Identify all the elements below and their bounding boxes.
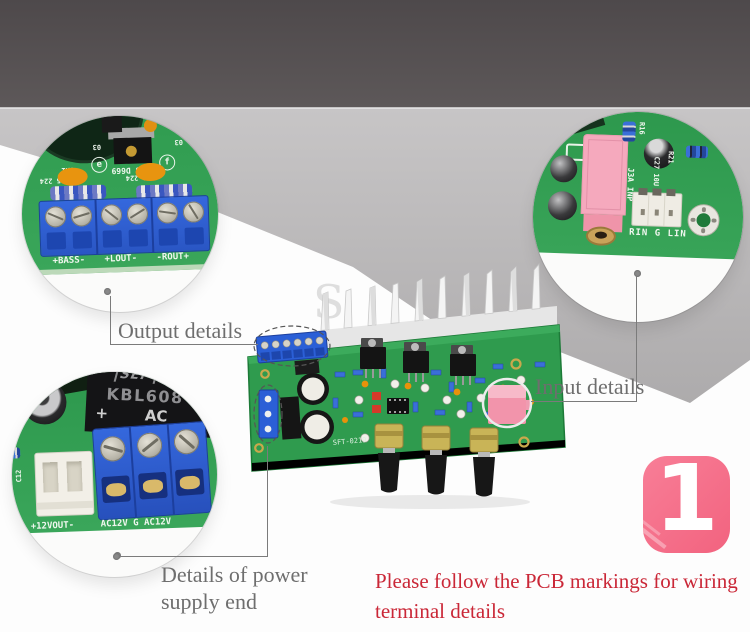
e-mark: e — [90, 156, 108, 174]
label-bass: +BASS- — [52, 255, 86, 267]
label-rin-g-lin: RIN G LIN — [628, 227, 687, 240]
step-number: 1 — [654, 456, 719, 552]
callout-dot — [104, 288, 111, 295]
rectifier-part: KBL608 — [106, 384, 185, 408]
rectifier-brand: SEP — [113, 372, 159, 384]
caption-line1: Please follow the PCB markings for wirin… — [375, 569, 738, 593]
label-c13: C13 — [533, 216, 534, 231]
small-components — [254, 358, 546, 453]
power-transistors — [360, 338, 476, 385]
caption-text: Please follow the PCB markings for wirin… — [375, 566, 738, 626]
power-detail-circle: SEP KBL608 + AC - C11 C12 J2 +12VOUT- — [12, 372, 217, 577]
orange-cap — [57, 167, 88, 187]
label-c27: C27 10U — [651, 156, 661, 187]
silkscreen-03b: 03 — [174, 137, 184, 147]
label-c12: C12 — [14, 469, 24, 483]
output-terminal-zoom — [38, 195, 211, 257]
callout-dot — [634, 270, 641, 277]
main-pcb-photo: S — [247, 262, 566, 509]
cap-c11 — [21, 379, 68, 426]
power-photo-green: SEP KBL608 + AC - C11 C12 J2 +12VOUT- — [12, 372, 217, 534]
input-note: Input details — [535, 374, 645, 399]
orange-cap — [135, 162, 166, 182]
potentiometers — [374, 423, 499, 497]
power-note-line2: supply end — [161, 588, 257, 614]
callout-dot — [113, 553, 120, 560]
dc-connector — [34, 450, 95, 517]
output-photo-green: e f 03 03 Q3 D669 0X1 X25 224 C29 224 — [22, 116, 218, 276]
input-photo-green: C13 R16 C27 10U R21 J3A INP — [533, 112, 743, 261]
rectifier — [279, 396, 302, 440]
input-callout-line-v — [636, 276, 637, 402]
orange-cap — [143, 118, 158, 133]
jack-body — [580, 133, 629, 216]
power-connector-highlight-ellipse — [253, 384, 283, 444]
power-connector-left — [258, 389, 279, 439]
jst-connector — [631, 187, 683, 228]
power-note: Details of power supply end — [161, 562, 308, 616]
label-r21: R21 — [666, 150, 675, 164]
input-jack-highlight-circle — [481, 377, 533, 429]
label-12vout: +12VOUT- — [30, 520, 75, 532]
board-shadow — [330, 495, 530, 509]
caption-line2: terminal details — [375, 599, 506, 624]
label-rout: -ROUT+ — [156, 251, 190, 263]
input-jack — [488, 385, 531, 424]
dip8-ic — [372, 392, 409, 414]
filter-capacitors — [279, 358, 334, 444]
power-callout-line-v — [267, 446, 268, 557]
output-detail-circle: e f 03 03 Q3 D669 0X1 X25 224 C29 224 — [22, 116, 218, 312]
label-ac12v: AC12V G AC12V — [100, 517, 172, 530]
label-lout: +LOUT- — [104, 253, 138, 265]
power-callout-line-h — [118, 556, 268, 557]
power-note-line1: Details of power — [161, 562, 308, 587]
resistor-left — [12, 447, 21, 459]
step-badge: 1 — [643, 456, 730, 553]
output-callout-line-v — [110, 296, 111, 344]
board-model-silkscreen: SFT-0219 — [332, 436, 366, 447]
output-terminal-highlight-ellipse — [253, 325, 331, 367]
label-r16: R16 — [637, 121, 646, 135]
cap-c13a — [549, 154, 578, 183]
silkscreen-03: 03 — [92, 142, 102, 152]
board-edge — [22, 262, 218, 276]
output-terminal-block — [255, 330, 329, 364]
cap-c13b — [547, 190, 578, 221]
output-callout-line-h — [110, 344, 258, 345]
jack-hole — [585, 226, 617, 247]
ac-terminal — [91, 420, 212, 521]
input-detail-circle: C13 R16 C27 10U R21 J3A INP — [533, 112, 743, 322]
component-dark — [101, 116, 123, 133]
label-j2: J2 — [12, 510, 19, 520]
input-callout-line-h — [531, 401, 637, 402]
output-note: Output details — [118, 318, 243, 343]
top-dark-band — [0, 0, 750, 108]
resistor-right — [685, 145, 709, 159]
mounting-hole — [686, 203, 721, 237]
resistor-r16 — [622, 121, 636, 142]
